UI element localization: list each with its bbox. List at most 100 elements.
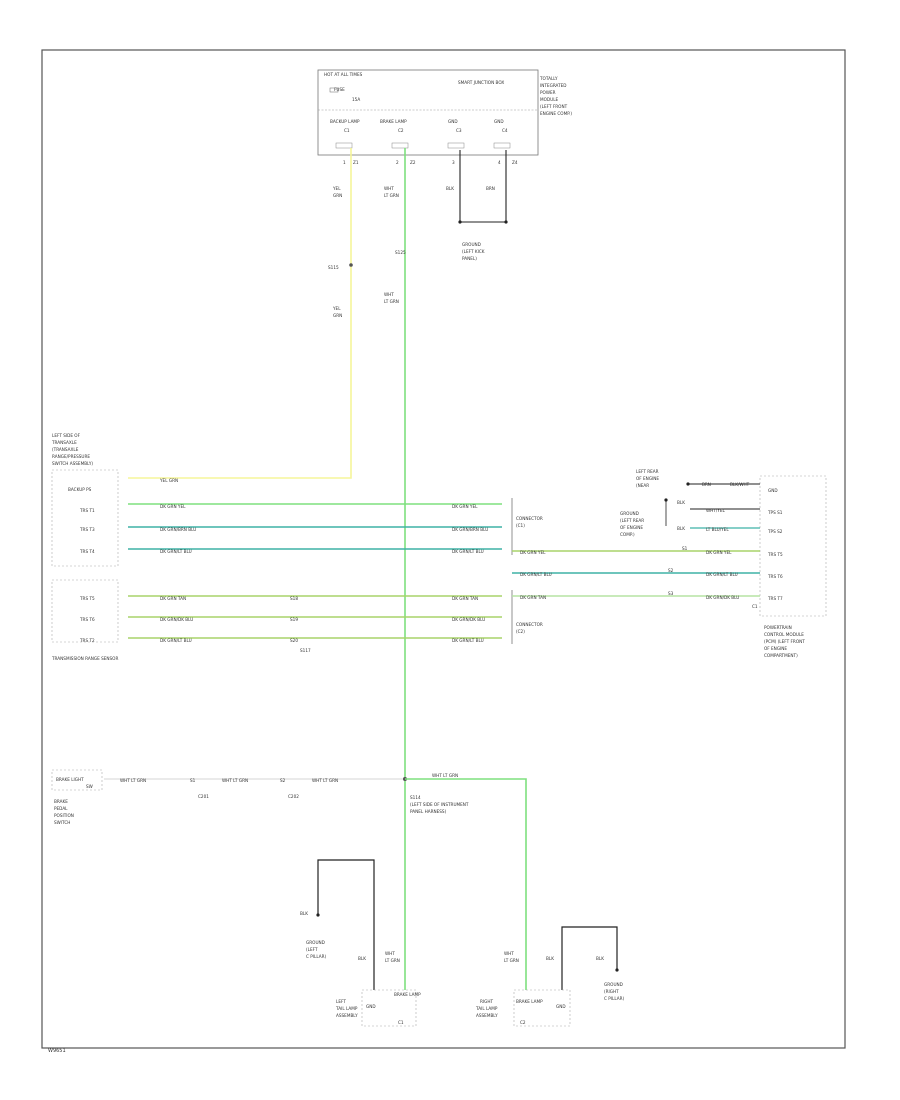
right-wire-tag-1: BLK [677,526,685,531]
pin-id-2: Z2 [410,160,416,165]
left-wire-right-5: DK GRN/DK BLU [452,617,485,622]
center-label-0: S114 [410,795,421,800]
top-side-line-0: TOTALLY [539,76,558,81]
left-tail-2: ASSEMBLY [336,1013,358,1018]
right-wire-tag-0: BLK [677,500,685,505]
left-wire-4: DK GRN TAN [160,596,186,601]
pcm-pin-3: TRS T5 [767,552,783,557]
left-title-1: TRANSAXLE [51,440,77,445]
top-side-line-3: MODULE [540,97,559,102]
right-wire-4: DK GRN TAN [520,595,546,600]
top-module-box [317,69,539,156]
left-wire-right-6: DK GRN/LT BLU [452,638,484,643]
right-tail-1: TAIL LAMP [475,1006,498,1011]
yel-top-0: YEL [332,186,341,191]
left-ground-1: GROUND [306,940,325,945]
grn-top-1: LT GRN [384,193,399,198]
pcm-pin-2: TPS S2 [767,529,783,534]
left-wire-right-2: DK GRN/BRN BLU [452,527,488,532]
pin-id-1: Z1 [353,160,359,165]
pin-label-backup: BACKUP LAMP [330,119,360,124]
pin-num-4: 4 [498,160,501,165]
brake-module-1: PEDAL [54,806,68,811]
right-wire-1: LT BLU/YEL [706,527,729,532]
right-wire-r2: DK GRN YEL [706,550,732,555]
pin-label-gnd2: GND [494,119,504,124]
brake-wire-0: WHT LT GRN [120,778,146,783]
right-tail-wire-1: LT GRN [504,958,519,963]
left-module-box-1 [51,469,119,567]
right-tail-pin-0: BRAKE LAMP [516,999,543,1004]
pin-label-gnd1: GND [448,119,458,124]
left-bottom-splice: S117 [300,648,311,653]
top-side-line-1: INTEGRATED [540,83,567,88]
right-top-1: OF ENGINE [636,476,659,481]
right-wire-3: DK GRN/LT BLU [520,572,552,577]
left-pin-4: TRS T5 [79,596,95,601]
left-wire-0: YEL GRN [159,478,178,483]
left-tail-pin-0: GND [366,1004,376,1009]
conn-c1-0: CONNECTOR [516,516,543,521]
left-tail-wire-0: WHT [385,951,395,956]
right-ground-2: GROUND [604,982,623,987]
center-splice-group: WHT LT GRN S114 (LEFT SIDE OF INSTRUMENT… [403,773,527,990]
left-tail-1: TAIL LAMP [335,1006,358,1011]
pin-label-brake: BRAKE LAMP [380,119,407,124]
right-splice-0: S1 [682,546,688,551]
left-wire-5: DK GRN/DK BLU [160,617,193,622]
right-tail-pin-1: GND [556,1004,566,1009]
left-pin-3: TRS T4 [79,549,95,554]
brake-wire-2: WHT LT GRN [312,778,338,783]
top-ground-label-0: GROUND [462,242,481,247]
pcm-label-2: (PCM) (LEFT FRONT [764,639,805,644]
brake-splice-0: S1 [190,778,196,783]
yellow-wire: YEL GRN S115 YEL GRN [128,148,353,479]
left-sensor-title: TRANSMISSION RANGE SENSOR [51,656,118,661]
top-ground-blk2: BRN [486,186,495,191]
grn-top-0: WHT [384,186,394,191]
pin-conn-c1: C1 [344,128,350,133]
right-mid-1: (LEFT REAR [620,518,644,523]
pcm-pin-0: GND [768,488,778,493]
brake-conn-1: C202 [288,794,299,799]
brake-module-0: BRAKE [54,799,68,804]
pin-num-1: 1 [343,160,346,165]
yel-mid-1: GRN [333,313,342,318]
left-pin-6: TRS T2 [79,638,95,643]
grn-mid-1: LT GRN [384,299,399,304]
left-title-2: (TRANSAXLE [52,447,79,452]
right-top-0: LEFT REAR [636,469,659,474]
top-module: HOT AT ALL TIMES FUSE 15A SMART JUNCTION… [317,69,572,165]
brake-switch-group: BRAKE LIGHT SW BRAKE PEDAL POSITION SWIT… [51,769,405,825]
left-wire-right-1: DK GRN YEL [452,504,478,509]
right-splice-1: S2 [668,568,674,573]
pcm-pin-1: TPS S1 [767,510,783,515]
center-wire-right: WHT LT GRN [432,773,458,778]
left-ground-3: C PILLAR) [306,954,327,959]
conn-c2-1: (C2) [516,629,525,634]
right-mid-2: OF ENGINE [620,525,643,530]
left-pin-2: TRS T3 [79,527,95,532]
right-tail-conn: C2 [520,1020,526,1025]
right-ground-1: BLK [596,956,604,961]
pcm-end-pin: C1 [752,604,758,609]
right-tail-2: ASSEMBLY [476,1013,498,1018]
top-side-line-4: (LEFT FRONT [540,104,568,109]
right-wire-0: WHT/YEL [706,508,725,513]
left-pin-0: BACKUP PS [68,487,92,492]
brake-module-3: SWITCH [54,820,70,825]
green-trunk-wire: WHT LT GRN S125 WHT LT GRN [384,148,406,990]
pin-conn-c3: C3 [456,128,462,133]
page-code: W9651 [48,1048,66,1054]
left-wire-right-3: DK GRN/LT BLU [452,549,484,554]
left-title-4: SWITCH ASSEMBLY) [52,461,93,466]
brake-wire-1: WHT LT GRN [222,778,248,783]
left-splice-1: S19 [290,617,298,622]
left-module: LEFT SIDE OF TRANSAXLE (TRANSAXLE RANGE/… [51,433,118,661]
brake-splice-1: S2 [280,778,286,783]
pcm-label-3: OF ENGINE [764,646,787,651]
yel-mid-0: YEL [332,306,341,311]
brake-switch-label: BRAKE LIGHT [56,777,84,782]
pcm-label-0: POWERTRAIN [764,625,792,630]
left-ground-2: (LEFT [306,947,318,952]
